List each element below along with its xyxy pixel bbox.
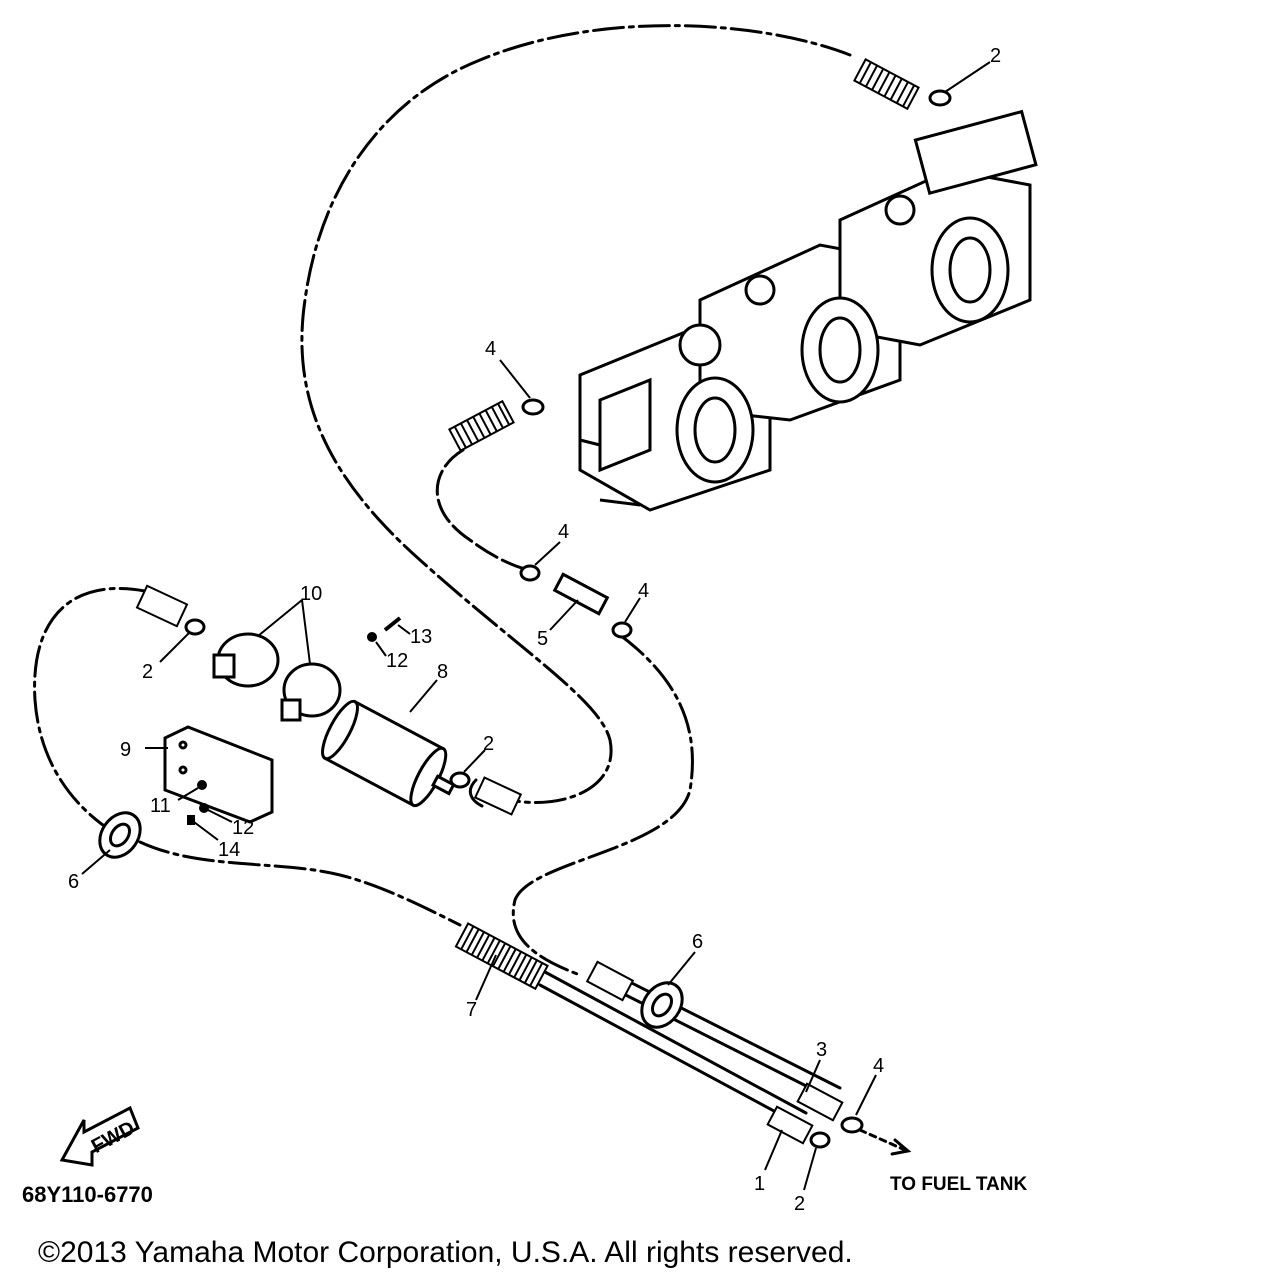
corrugated-hose-carb	[448, 399, 515, 452]
bracket-hole-2	[178, 765, 188, 775]
callout-5: 5	[537, 628, 548, 650]
screw-11	[197, 780, 207, 790]
callout-12-bottom: 12	[232, 817, 254, 839]
leader-6-right	[667, 951, 696, 986]
leader-13	[397, 624, 411, 635]
filter-clamp-upper	[212, 632, 280, 688]
pipe-end-3	[796, 1082, 844, 1122]
callout-1: 1	[754, 1173, 765, 1195]
leader-2-bottom	[803, 1147, 817, 1191]
callout-4-carb: 4	[485, 338, 496, 360]
corrugated-hose-top	[853, 58, 920, 111]
carburetor-assembly	[578, 109, 1038, 512]
screw-13	[383, 616, 402, 632]
leader-3	[805, 1059, 821, 1093]
leader-4-carb	[499, 359, 531, 399]
leader-4-right	[624, 597, 641, 623]
leader-4-bottom	[855, 1074, 877, 1116]
hose-clip-2-top	[928, 89, 952, 107]
callout-8: 8	[437, 661, 448, 683]
leader-6-left	[81, 849, 111, 875]
to-fuel-tank-arrowhead	[890, 1138, 912, 1156]
callout-12-top: 12	[386, 650, 408, 672]
leader-12-top	[375, 641, 387, 657]
fuel-hose-left-loop	[33, 586, 152, 832]
filter-clamp-lower	[280, 662, 342, 722]
fuel-hose-lower	[138, 840, 462, 927]
hose-clip-2-bottom	[809, 1131, 831, 1149]
hose-clip-4-carb	[521, 398, 545, 416]
fuel-hose-right-loop	[511, 633, 694, 977]
leader-2-filter	[463, 749, 486, 773]
leader-2-left	[159, 631, 191, 663]
hose-stub-filter	[473, 776, 523, 816]
leader-5	[549, 599, 579, 631]
fuel-hose-main	[300, 24, 852, 804]
fuel-pipe-3b	[604, 968, 842, 1090]
callout-2-left: 2	[142, 661, 153, 683]
callout-2-top: 2	[990, 45, 1001, 67]
leader-7	[475, 954, 497, 1001]
leader-14	[193, 821, 219, 841]
callout-9: 9	[120, 739, 131, 761]
callout-6-right: 6	[692, 931, 703, 953]
hose-clip-4-right	[611, 621, 633, 639]
leader-8	[409, 679, 438, 713]
hose-clip-4-left	[519, 564, 541, 582]
hose-joint	[552, 572, 610, 616]
callout-7: 7	[466, 999, 477, 1021]
fuel-hose-carb-feed	[435, 448, 530, 572]
hose-clip-2-left	[184, 618, 206, 636]
callout-11: 11	[150, 795, 171, 817]
callout-4-bottom: 4	[873, 1055, 884, 1077]
washer-12-bottom	[199, 803, 209, 813]
callout-10: 10	[300, 583, 322, 605]
callout-2-filter: 2	[483, 733, 494, 755]
bracket-hole-1	[178, 740, 188, 750]
corrugated-hose-7	[454, 922, 549, 991]
diagram-part-code: 68Y110-6770	[22, 1182, 153, 1207]
hose-stub-middle	[585, 960, 635, 1002]
callout-14: 14	[218, 839, 240, 861]
grommet-6-left-inner	[108, 822, 132, 848]
callout-6-left: 6	[68, 871, 79, 893]
hose-clip-2-filter	[449, 771, 471, 789]
leader-10a	[257, 599, 303, 637]
hose-clip-4-bottom	[840, 1116, 864, 1134]
copyright-notice: ©2013 Yamaha Motor Corporation, U.S.A. A…	[38, 1236, 853, 1269]
leader-4-left	[534, 541, 561, 566]
nut-14	[187, 815, 195, 825]
callout-4-left: 4	[558, 521, 569, 543]
callout-4-right: 4	[638, 580, 649, 602]
hose-stub-left	[135, 584, 189, 628]
washer-12-top	[367, 632, 377, 642]
callout-2-bottom: 2	[794, 1193, 805, 1215]
forward-direction-arrow: FWD	[59, 1105, 140, 1167]
leader-2-top	[944, 61, 991, 93]
filter-bracket	[163, 725, 274, 824]
to-fuel-tank-arrow	[858, 1128, 907, 1152]
grommet-6-right-inner	[650, 992, 674, 1018]
callout-3: 3	[816, 1039, 827, 1061]
pipe-end-1	[766, 1105, 814, 1145]
leader-12-bottom	[207, 809, 233, 823]
leader-11	[177, 787, 199, 801]
to-fuel-tank-label: TO FUEL TANK	[890, 1174, 1028, 1195]
fuel-pipe-3	[598, 980, 836, 1102]
leader-10b	[301, 599, 311, 665]
fuel-pipe-1b	[543, 970, 808, 1115]
fuel-filter	[321, 699, 456, 808]
callout-13: 13	[410, 626, 432, 648]
fuel-pipe-1	[538, 983, 802, 1127]
leader-1	[764, 1129, 783, 1171]
